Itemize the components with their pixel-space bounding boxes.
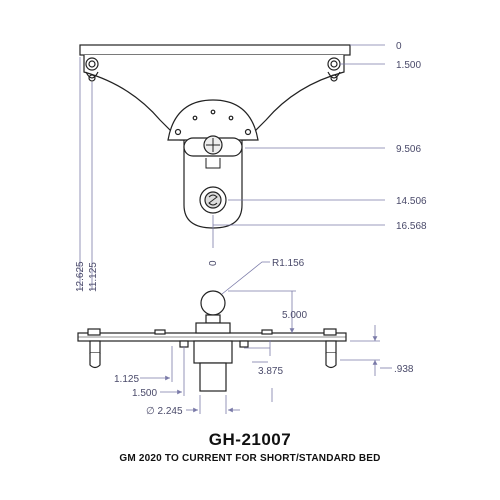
part-number: GH-21007: [208, 430, 292, 449]
product-description: GM 2020 TO CURRENT FOR SHORT/STANDARD BE…: [119, 453, 381, 464]
ball-neck: [205, 314, 221, 324]
dim-1500-label: 1.500: [396, 60, 421, 71]
dim-radius-label: R1.156: [272, 258, 305, 269]
dim-center-0-label: 0: [208, 260, 219, 266]
top-view-labels: 0 1.500 9.506 14.506 16.568 0 12.625 11.…: [75, 41, 427, 292]
top-view: [79, 44, 351, 229]
left-foot: [89, 340, 101, 354]
bolt-hole: [192, 115, 198, 121]
side-view-labels: R1.156 5.000 .938 1.125 1.500 3.875 ∅ 2.…: [114, 258, 414, 417]
lower-housing: [193, 340, 233, 364]
dim-14506-label: 14.506: [396, 196, 427, 207]
top-view-dimensions: [79, 44, 385, 290]
center-dome: [167, 99, 259, 141]
dim-938-label: .938: [394, 364, 414, 375]
bolt-hole: [210, 109, 216, 115]
dim-11125-label: 11.125: [88, 262, 99, 292]
top-rail: [79, 44, 351, 56]
dim-5000-label: 5.000: [282, 310, 307, 321]
right-foot: [325, 340, 337, 354]
ball-collar: [195, 322, 231, 334]
lower-shaft: [199, 362, 227, 392]
dim-0-label: 0: [396, 41, 402, 52]
bolt-hole: [244, 128, 252, 136]
dim-12625-label: 12.625: [75, 261, 86, 292]
right-shackle: [327, 57, 341, 71]
dim-9506-label: 9.506: [396, 144, 421, 155]
dim-1500-side-label: 1.500: [132, 388, 157, 399]
hitch-ball: [200, 290, 226, 316]
dim-3875-label: 3.875: [258, 366, 283, 377]
dim-16568-label: 16.568: [396, 221, 427, 232]
bolt-hole: [174, 128, 182, 136]
dim-diameter-label: ∅ 2.245: [146, 406, 183, 417]
left-shackle: [85, 57, 99, 71]
side-view-dimensions: [140, 261, 392, 414]
bolt-hole: [228, 115, 234, 121]
dim-1125-label: 1.125: [114, 374, 139, 385]
right-chain-loop: [327, 71, 341, 79]
left-chain-loop: [85, 71, 99, 79]
